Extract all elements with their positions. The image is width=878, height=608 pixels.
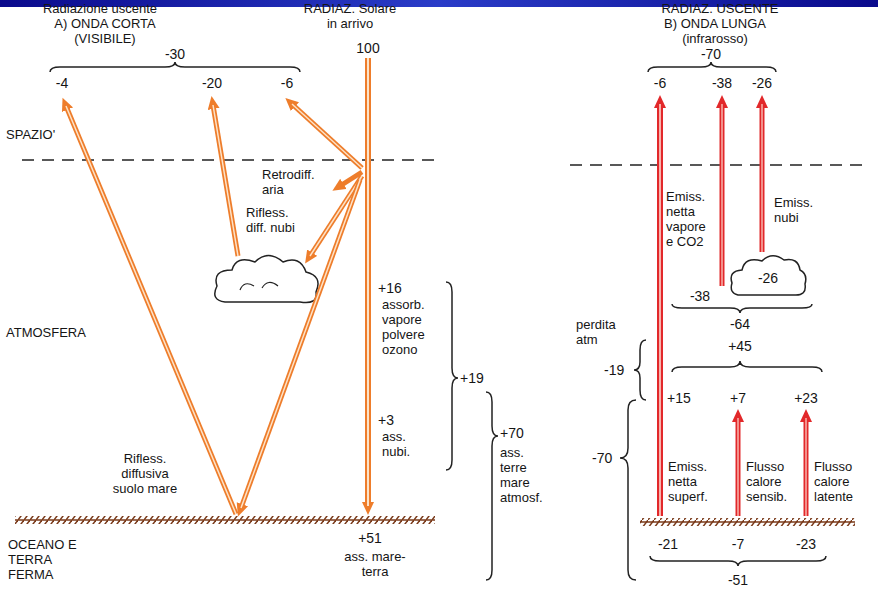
solar-arrow-fill	[367, 58, 369, 506]
flux-value: -20	[195, 75, 229, 91]
process-note: assorb. vapore polvere ozono	[382, 298, 444, 358]
region-name: SPAZIO'	[6, 128, 55, 143]
flux-value: +3	[378, 412, 394, 428]
cloud-reflection-arrow	[213, 105, 238, 256]
flux-value: -6	[272, 75, 302, 91]
brace	[672, 304, 812, 313]
cloud-content: -26	[728, 252, 808, 298]
cloud-detail	[240, 282, 278, 290]
process-note: Retrodiff. aria	[262, 168, 332, 198]
flux-value: -6	[645, 75, 675, 91]
ground-hatch	[640, 518, 855, 526]
arrow-fill	[241, 180, 360, 508]
brace	[486, 392, 498, 580]
total-value: -51	[718, 572, 758, 588]
atmosphere-limit	[570, 164, 862, 166]
arrow-fill	[66, 106, 236, 514]
backscatter-arrow	[292, 104, 362, 168]
process-note: Emiss. nubi	[774, 196, 830, 226]
process-note: ass. nubi.	[382, 430, 422, 460]
section-heading: A) ONDA CORTA (VISIBILE)	[45, 17, 165, 47]
arrow-fill	[213, 105, 238, 256]
process-note: Rifless. diffusiva suolo mare	[105, 452, 185, 497]
brace	[648, 62, 776, 72]
shortwave-arrows	[66, 58, 368, 514]
atmosphere-limit	[22, 159, 440, 161]
total-value: -70	[592, 450, 612, 466]
total-value: +45	[720, 338, 760, 354]
ground-line	[15, 519, 435, 521]
flux-value: -23	[791, 536, 821, 552]
process-note: perdita atm	[576, 318, 632, 348]
total-value: -30	[155, 46, 195, 62]
total-value: +19	[460, 370, 484, 386]
cloud-emission-arrow	[760, 104, 765, 252]
process-note: Emiss. netta superf.	[668, 460, 728, 505]
flux-value: 100	[348, 40, 388, 56]
section-heading: B) ONDA LUNGA (infrarosso)	[650, 17, 780, 47]
flux-value: -21	[653, 536, 683, 552]
cloud-value: -26	[758, 270, 778, 286]
flux-value: -38	[705, 75, 739, 91]
brace	[634, 340, 646, 400]
section-heading: RADIAZ. Solare in arrivo	[300, 2, 400, 32]
brace	[50, 62, 300, 72]
arrow-fill	[292, 104, 362, 168]
flux-value: +16	[378, 280, 402, 296]
longwave-arrows	[660, 104, 806, 516]
cloud-outline-path	[731, 256, 806, 295]
solar-arrow	[365, 58, 371, 506]
ground-hatch	[15, 516, 435, 524]
flux-value: -4	[47, 75, 77, 91]
section-heading: Radiazione uscente	[25, 2, 175, 17]
brace	[650, 556, 826, 566]
process-note: ass. terre mare atmosf.	[500, 446, 550, 506]
arrow-fill	[659, 104, 661, 516]
flux-value: +51	[350, 530, 390, 546]
brace	[620, 400, 636, 580]
arrow-fill	[805, 418, 807, 516]
cloud-symbol	[215, 256, 318, 303]
flux-value: -26	[745, 75, 779, 91]
total-value: -64	[720, 316, 760, 332]
surface-emission-arrow	[657, 104, 663, 516]
region-name: OCEANO E TERRA FERMA	[8, 538, 100, 583]
arrow-fill	[721, 104, 723, 286]
process-note: Flusso calore sensib.	[746, 460, 800, 505]
arrow-fill	[737, 418, 739, 516]
process-note: Rifless. diff. nubi	[246, 206, 312, 236]
section-heading: RADIAZ. USCENTE	[630, 2, 810, 17]
brace	[446, 282, 458, 470]
region-name: ATMOSFERA	[6, 326, 86, 341]
process-note: ass. mare-terra	[340, 550, 410, 580]
flux-value: +15	[667, 390, 691, 406]
total-value: -70	[691, 46, 731, 62]
arrow-fill	[761, 104, 763, 252]
cloud-shape: -26	[728, 252, 808, 298]
flux-value: +23	[789, 390, 823, 406]
process-note: Emiss. netta vapore e CO2	[666, 190, 716, 250]
brace	[672, 361, 822, 372]
to-ground-arrow	[241, 180, 360, 508]
sensible-heat-arrow	[736, 418, 741, 516]
latent-heat-arrow	[804, 418, 809, 516]
total-value: +70	[500, 425, 524, 441]
flux-value: +7	[723, 390, 753, 406]
process-note: Flusso calore latente	[814, 460, 870, 505]
flux-value: -7	[723, 536, 753, 552]
surface-reflection-arrow	[66, 106, 236, 514]
vapour-emission-arrow	[720, 104, 725, 286]
ground-line	[640, 521, 855, 523]
flux-value: -38	[685, 288, 715, 304]
total-value: -19	[604, 362, 624, 378]
